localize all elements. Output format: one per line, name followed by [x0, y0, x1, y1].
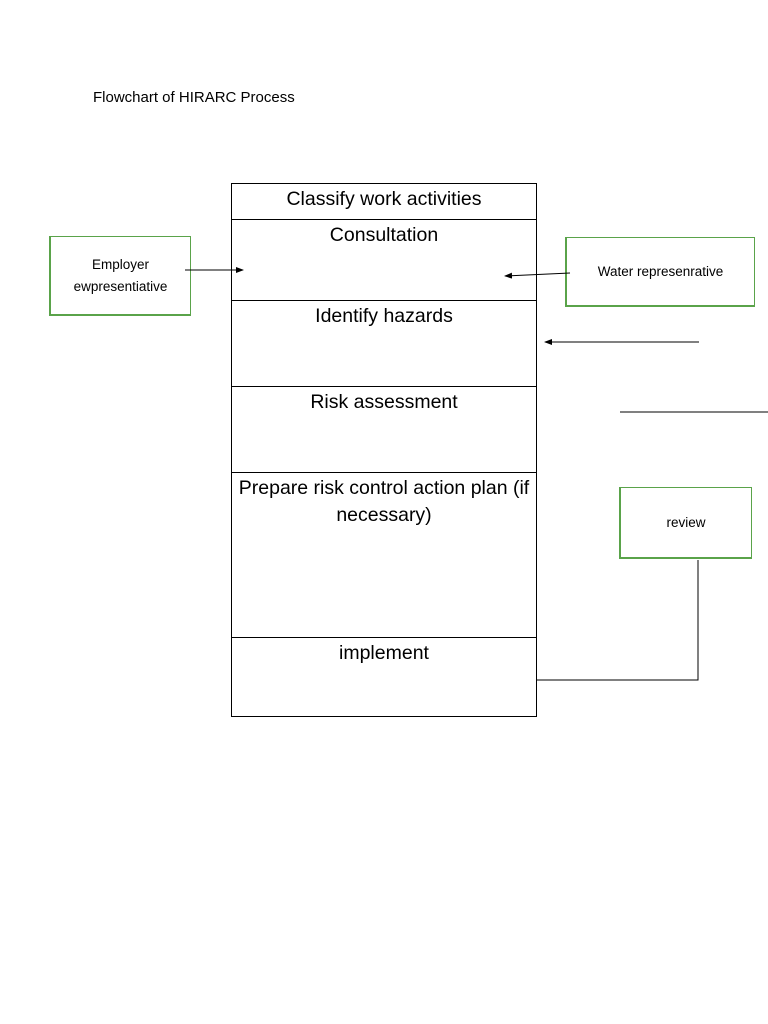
- employer-representative-box: Employer ewpresentiative: [49, 236, 191, 316]
- step-classify-work-activities: Classify work activities: [232, 184, 536, 220]
- step-consultation: Consultation: [232, 220, 536, 301]
- employer-representative-label: Employer ewpresentiative: [73, 256, 168, 294]
- review-label: review: [666, 514, 706, 530]
- implement-to-review-connector: [537, 560, 699, 681]
- step-prepare-risk-control-plan: Prepare risk control action plan (if nec…: [232, 473, 536, 638]
- step-implement: implement: [339, 642, 429, 664]
- step-identify-hazards: Identify hazards: [232, 301, 536, 387]
- worker-representative-box: Water represenrative: [565, 237, 755, 307]
- step-risk-assessment: Risk assessment: [232, 387, 536, 473]
- page-title: Flowchart of HIRARC Process: [93, 89, 295, 106]
- process-steps-box: Classify work activities Consultation Id…: [231, 183, 537, 717]
- review-box: review: [619, 487, 752, 559]
- worker-representative-label: Water represenrative: [597, 263, 724, 279]
